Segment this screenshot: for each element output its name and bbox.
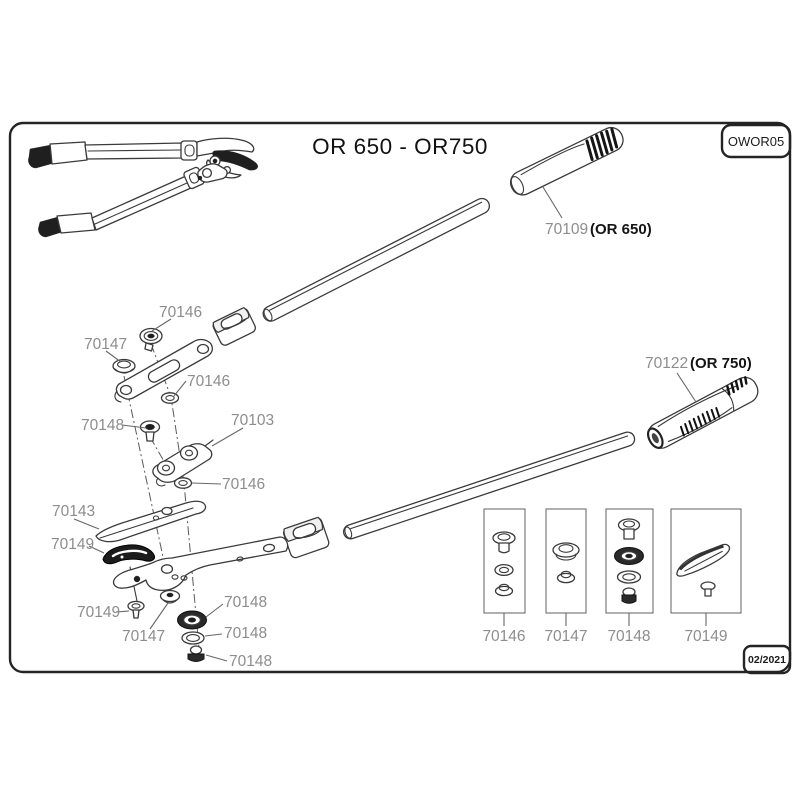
legend-label-70148: 70148 (607, 628, 650, 645)
doc-code: OWOR05 (728, 134, 784, 149)
pivot-linkage-plate (114, 338, 213, 403)
callout-70149-screw: 70149 (77, 604, 120, 621)
revision-date-box: 02/2021 (742, 644, 792, 675)
grip-rib-texture (585, 127, 619, 161)
grip-herringbone-texture (679, 407, 721, 437)
lower-arm (112, 536, 289, 592)
lower-pole-assembly (282, 376, 759, 559)
pole-clamp-upper (212, 307, 256, 346)
flanged-screw-70146 (139, 327, 163, 352)
upper-handle-tip (28, 144, 55, 169)
leader-lines (73, 186, 697, 662)
legend-box-70148 (605, 508, 654, 626)
callout-70146-mid: 70146 (187, 373, 230, 390)
legend-label-70146: 70146 (482, 628, 525, 645)
upper-pole-assembly (212, 126, 624, 346)
washer-70148 (181, 631, 205, 645)
callout-70148-bearing: 70148 (224, 594, 267, 611)
callout-70103: 70103 (231, 412, 274, 429)
diagram-frame (8, 121, 792, 674)
upper-handle-grip (49, 141, 88, 165)
part-callouts: 70146 70147 70146 70148 70103 70146 7014… (51, 221, 752, 670)
callout-70109: 70109 (545, 221, 588, 238)
doc-code-box: OWOR05 (720, 123, 792, 159)
callout-70147-top: 70147 (84, 336, 127, 353)
center-line-secondary (123, 375, 172, 595)
legend-box-70146 (483, 508, 526, 626)
bearing-ring-70148 (177, 610, 207, 630)
callout-70149-hook: 70149 (51, 536, 94, 553)
pole-clamp-lower (282, 516, 330, 559)
legend-box-70149 (670, 508, 742, 626)
screw-70148-bottom (187, 645, 205, 662)
upper-exploded-cluster (112, 327, 214, 489)
callout-70147-low: 70147 (122, 628, 165, 645)
callout-70148-screw: 70148 (229, 653, 272, 670)
cap-nut-70147 (112, 358, 136, 374)
callout-70146-top: 70146 (159, 304, 202, 321)
bracket-70103 (152, 439, 214, 487)
diagram-title: OR 650 - OR750 (312, 134, 488, 159)
callout-70148-top: 70148 (81, 417, 124, 434)
hook-70149 (102, 544, 155, 565)
blade-70143 (95, 500, 207, 543)
lower-exploded-cluster (95, 500, 289, 662)
washer-70146-lower (173, 477, 193, 489)
lower-handle-grip (56, 212, 96, 234)
screw-70148-upper (139, 420, 161, 442)
callout-model-or750: (OR 750) (690, 355, 752, 372)
callout-model-or650: (OR 650) (590, 221, 652, 238)
foam-grip-or750 (646, 376, 759, 449)
callout-70122: 70122 (645, 355, 688, 372)
upper-tube-clamp (180, 140, 198, 161)
lower-handle-tip (38, 216, 63, 238)
lower-pole-tube (342, 431, 636, 540)
callout-70148-washer: 70148 (224, 625, 267, 642)
callout-70146-low: 70146 (222, 476, 265, 493)
flanged-nut-70147 (159, 589, 181, 604)
screw-70149 (127, 600, 145, 619)
revision-date: 02/2021 (748, 654, 786, 666)
legend-box-70147 (545, 508, 587, 626)
legend: 70146 70147 70148 70149 (482, 508, 742, 645)
callout-70143: 70143 (52, 503, 95, 520)
upper-pole-tube (262, 197, 491, 322)
legend-label-70147: 70147 (544, 628, 587, 645)
legend-label-70149: 70149 (684, 628, 727, 645)
foam-grip-or650 (509, 126, 624, 196)
assembled-lopper-thumbnail (28, 137, 258, 238)
grip-end-ribs (726, 376, 748, 396)
